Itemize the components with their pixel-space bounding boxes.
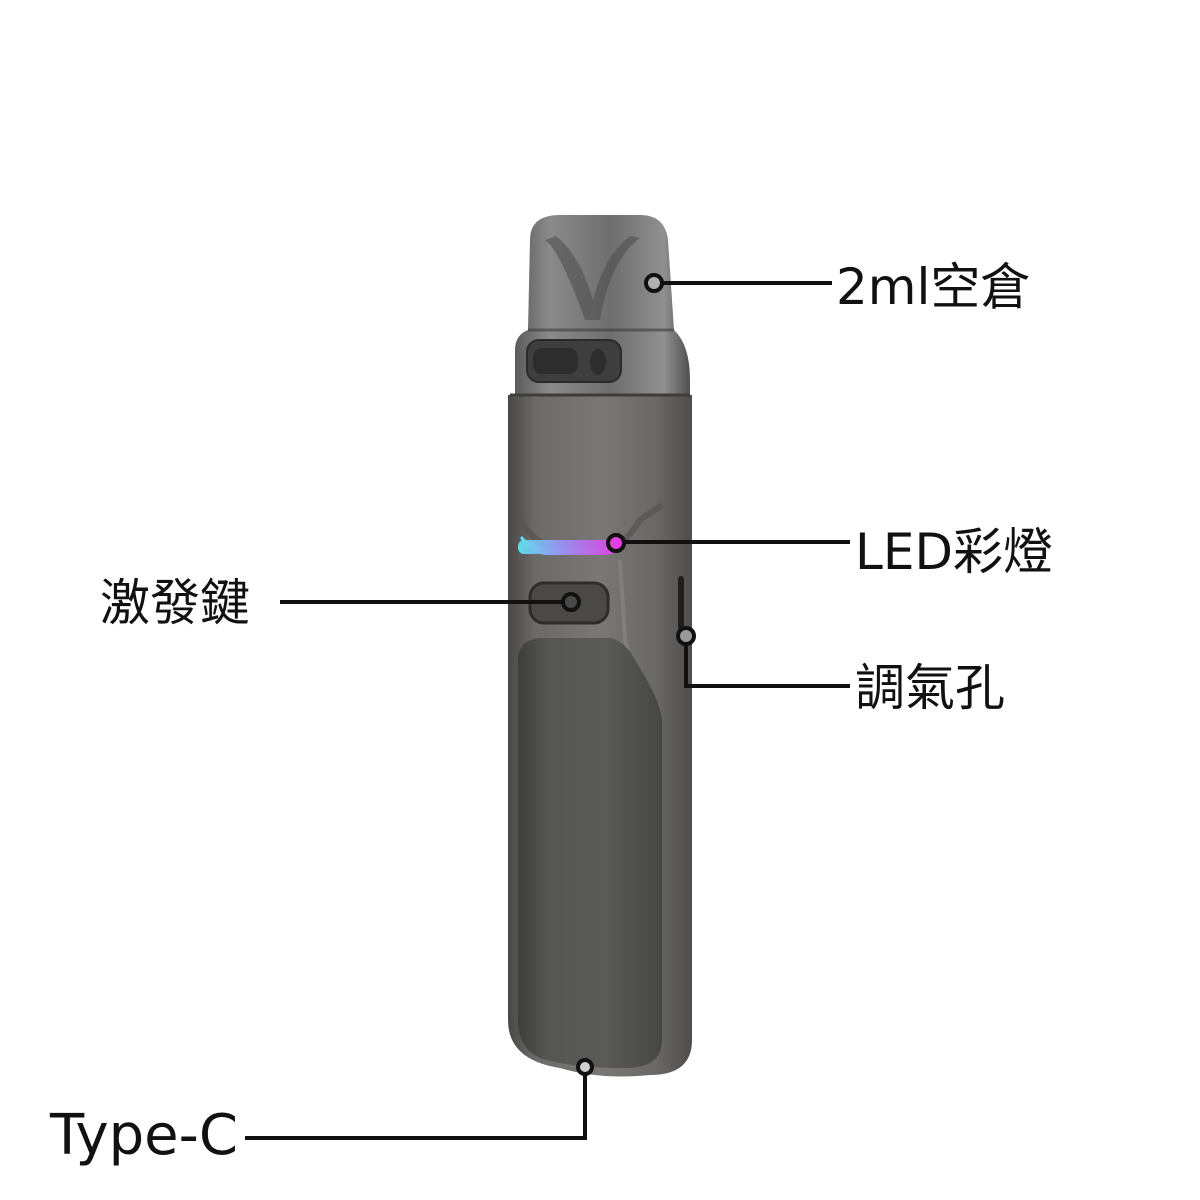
- callout-lines: [245, 273, 850, 1140]
- airflow-slot: [678, 576, 684, 630]
- callout-label-pod: 2ml空倉: [836, 258, 1031, 316]
- pod-cartridge: [515, 215, 690, 395]
- callout-label-airflow: 調氣孔: [855, 659, 1005, 717]
- callout-label-type-c: Type-C: [50, 1103, 238, 1168]
- callout-label-fire-button: 激發鍵: [100, 574, 250, 632]
- callout-label-led: LED彩燈: [855, 523, 1053, 581]
- device-lower-body: [508, 638, 692, 1077]
